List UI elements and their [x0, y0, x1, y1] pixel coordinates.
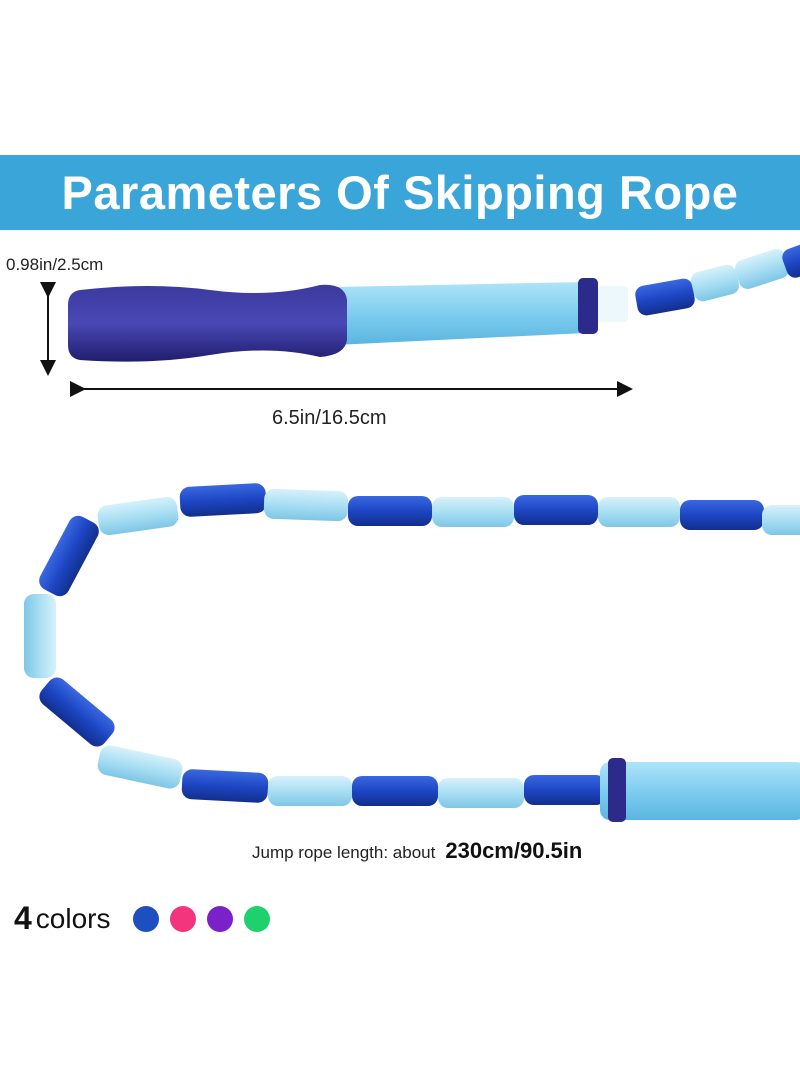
colors-count: 4	[14, 900, 32, 936]
color-swatch-green	[243, 905, 270, 932]
page-title: Parameters Of Skipping Rope	[61, 166, 739, 219]
rope-length-caption: Jump rope length: about	[252, 843, 436, 862]
colors-label: colors	[35, 902, 111, 934]
rope-loop	[24, 483, 800, 822]
rope-length-row: Jump rope length: about 230cm/90.5in	[252, 838, 582, 864]
color-swatch-purple	[206, 905, 233, 932]
color-swatch-pink	[169, 905, 196, 932]
color-swatch-blue	[132, 905, 159, 932]
handle-top	[68, 244, 800, 362]
handle-body	[335, 282, 592, 345]
handle-length-label: 6.5in/16.5cm	[272, 407, 387, 429]
title-banner: Parameters Of Skipping Rope	[0, 155, 800, 230]
rope-length-value: 230cm/90.5in	[445, 838, 583, 863]
handle-height-label: 0.98in/2.5cm	[6, 255, 104, 274]
color-options: 4 colors	[14, 900, 281, 937]
handle-ring	[578, 278, 598, 334]
handle-grip	[68, 284, 347, 362]
